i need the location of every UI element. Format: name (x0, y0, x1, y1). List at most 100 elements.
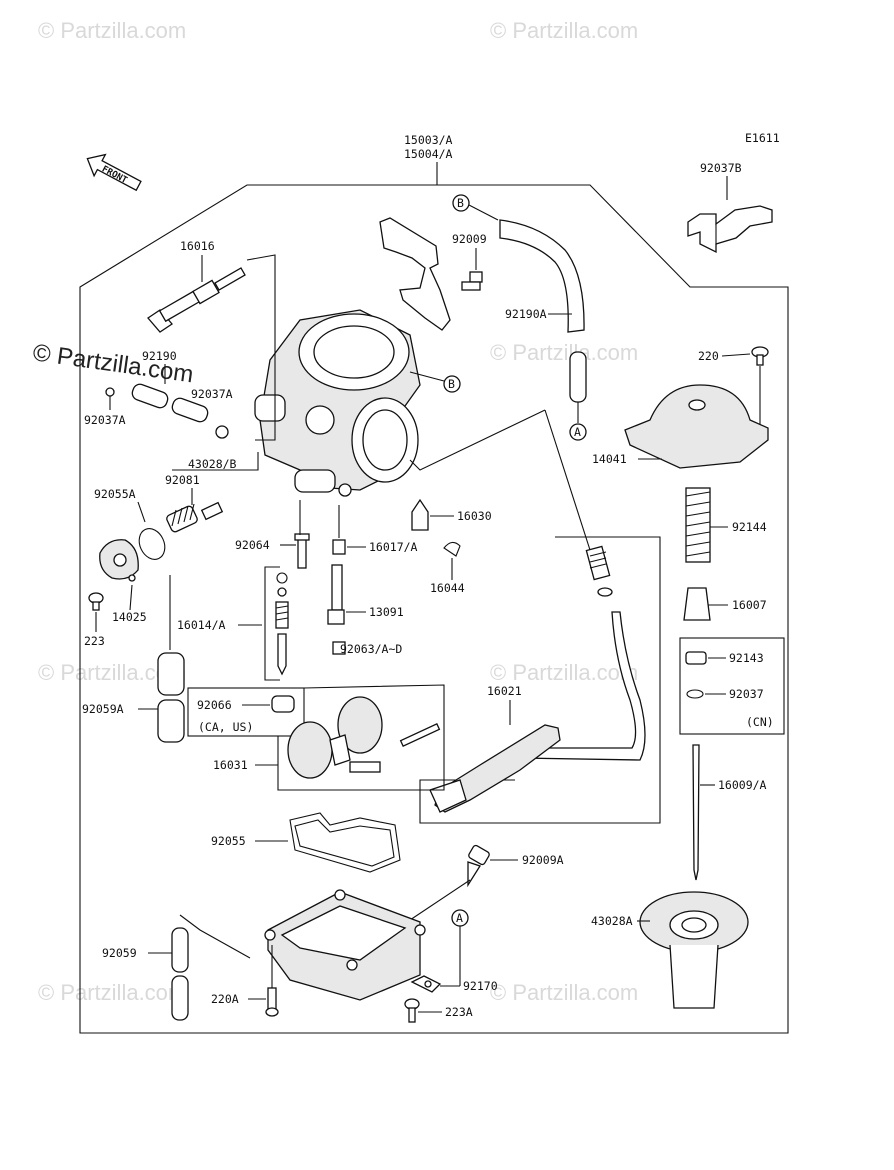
label-16021: 16021 (487, 684, 522, 698)
hose-92190A (499, 219, 585, 333)
label-cn: (CN) (746, 715, 774, 729)
label-92055A: 92055A (94, 487, 136, 501)
diagram-ref: E1611 (745, 131, 780, 145)
callout-b-body-label: B (448, 377, 455, 391)
label-16007: 16007 (732, 598, 767, 612)
front-arrow-icon: FRONT (86, 153, 142, 192)
diaphragm-43028A (639, 891, 749, 1009)
label-16044: 16044 (430, 581, 465, 595)
callout-b-body (443, 375, 461, 393)
cable-box-outline (419, 536, 661, 824)
watermark-main: © Partzilla.com (31, 339, 195, 388)
label-92144: 92144 (732, 520, 767, 534)
label-16009A: 16009/A (718, 778, 767, 792)
cable-bracket (379, 217, 451, 331)
needle-holder-16007 (683, 587, 711, 621)
screw-223-icon (88, 592, 104, 611)
label-223: 223 (84, 634, 105, 648)
label-220A: 220A (211, 992, 239, 1006)
label-92037A-right: 92037A (191, 387, 233, 401)
chokes-box-outline (277, 684, 445, 791)
watermark: © Partzilla.com (490, 340, 638, 365)
callout-b-top (452, 194, 470, 212)
label-14041: 14041 (592, 452, 627, 466)
pilot-screw-kit-16014A (275, 572, 289, 676)
label-15004: 15004/A (404, 147, 453, 161)
watermark: © Partzilla.com (490, 660, 638, 685)
label-220: 220 (698, 349, 719, 363)
throttle-lever-16021 (429, 724, 561, 813)
label-92190: 92190 (142, 349, 177, 363)
main-jet-92063 (332, 641, 346, 655)
label-223A: 223A (445, 1005, 473, 1019)
watermark: © Partzilla.com (490, 18, 638, 43)
callout-a-right (569, 423, 587, 441)
callout-b-top-label: B (457, 196, 464, 210)
carburetor-body (254, 309, 421, 497)
hose-92059 (171, 927, 189, 1021)
clamp-92170 (410, 975, 442, 993)
label-92064: 92064 (235, 538, 270, 552)
needle-jet-13091 (327, 564, 345, 625)
label-92081: 92081 (165, 473, 200, 487)
screw-icon (461, 271, 483, 291)
jet-needle-16009A (692, 744, 700, 881)
label-92009A: 92009A (522, 853, 564, 867)
cn-box (679, 637, 785, 735)
cap-92066 (271, 695, 295, 713)
label-16014A: 16014/A (177, 618, 226, 632)
screw-220-icon (751, 346, 769, 366)
label-13091: 13091 (369, 605, 404, 619)
hose-segment (569, 351, 587, 403)
label-14025: 14025 (112, 610, 147, 624)
label-92143: 92143 (729, 651, 764, 665)
label-16016: 16016 (180, 239, 215, 253)
callout-a-right-label: A (574, 425, 581, 439)
hose-92059A (157, 652, 185, 743)
label-92055: 92055 (211, 834, 246, 848)
clamp-icon (687, 205, 773, 254)
label-43028A: 43028A (591, 914, 633, 928)
float-valve-16030 (411, 498, 429, 531)
spacer-92143 (685, 651, 707, 665)
label-92190A: 92190A (505, 307, 547, 321)
label-ca-us: (CA, US) (198, 720, 253, 734)
watermark: © Partzilla.com (490, 980, 638, 1005)
label-92037A-left: 92037A (84, 413, 126, 427)
label-92170: 92170 (463, 979, 498, 993)
throttle-cable-16021 (517, 545, 646, 761)
clip-92037 (686, 689, 704, 699)
label-16031: 16031 (213, 758, 248, 772)
label-92059A: 92059A (82, 702, 124, 716)
callout-a-bottom-label: A (456, 911, 463, 925)
vacuum-chamber-cover (624, 384, 769, 469)
gasket-92055 (289, 812, 401, 873)
throttle-valves-16031 (287, 696, 441, 779)
screw-220A-icon (265, 987, 279, 1017)
starter-plunger-icon (147, 267, 246, 333)
screw-92064-icon (294, 533, 310, 569)
watermark: © Partzilla.com (38, 980, 186, 1005)
watermark: © Partzilla.com (38, 18, 186, 43)
label-92063: 92063/A~D (340, 642, 402, 656)
assembly-boundary (79, 184, 789, 1034)
ca-us-box (187, 687, 305, 737)
label-92066: 92066 (197, 698, 232, 712)
label-92037: 92037 (729, 687, 764, 701)
label-15003: 15003/A (404, 133, 453, 147)
label-16030: 16030 (457, 509, 492, 523)
label-92059: 92059 (102, 946, 137, 960)
clip-16044 (443, 541, 461, 557)
hose-pieces-92190 (131, 383, 229, 439)
jet-16017A (332, 539, 346, 555)
label-92037B: 92037B (700, 161, 742, 175)
label-16017A: 16017/A (369, 540, 418, 554)
label-92009: 92009 (452, 232, 487, 246)
o-ring-92055A (138, 528, 166, 560)
cover-14025 (99, 539, 139, 582)
screw-223A-icon (404, 998, 420, 1023)
drain-screw-92009A (467, 844, 490, 888)
label-43028B: 43028/B (188, 457, 237, 471)
spring-92081 (166, 501, 224, 533)
